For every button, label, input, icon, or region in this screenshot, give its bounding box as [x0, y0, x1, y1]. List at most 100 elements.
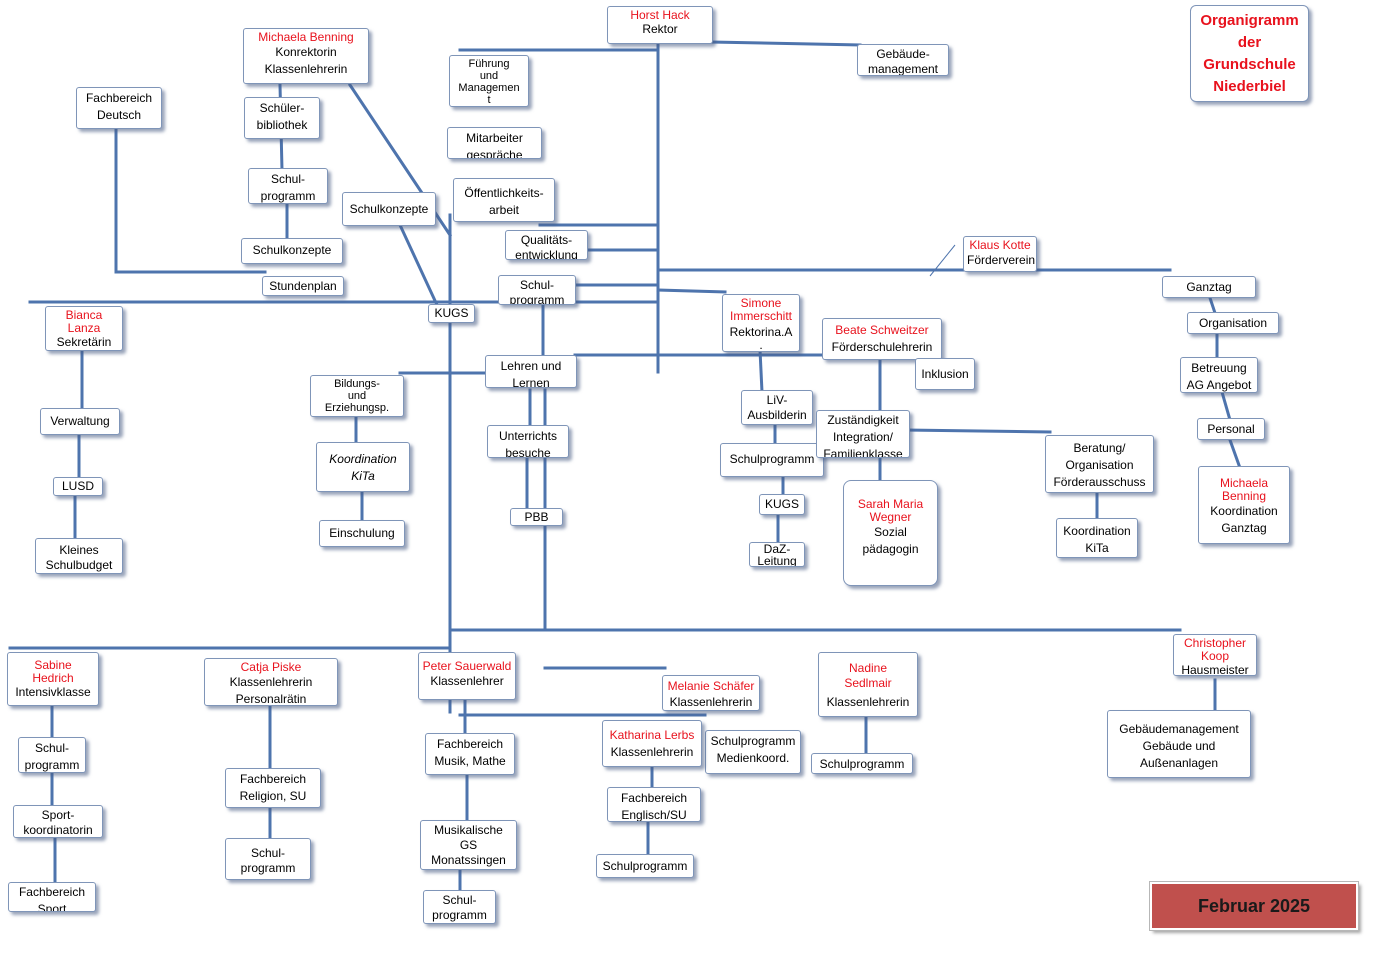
role-label: Sport- koordinatorin	[23, 808, 93, 837]
node-schulprogramm-sedlmair: Schulprogramm	[811, 753, 913, 774]
node-lanza: Bianca Lanza Sekretärin	[45, 306, 123, 351]
name-label: Melanie Schäfer	[667, 679, 755, 693]
node-mitarbeiter: Mitarbeiter gespräche	[447, 127, 542, 159]
node-koordination-kita-left: Koordination KiTa	[316, 442, 410, 492]
name-label: Christopher Koop	[1183, 636, 1247, 663]
role-label: Rektor	[642, 22, 678, 36]
role-label: Koordination KiTa	[329, 452, 397, 483]
node-benning-ganztag: Michaela Benning Koordination Ganztag	[1198, 466, 1290, 544]
role-label: Klassenlehrerin	[610, 745, 694, 759]
node-schaefer: Melanie Schäfer Klassenlehrerin	[662, 675, 760, 711]
role-label: Organisation	[1198, 316, 1268, 330]
node-piske: Catja Piske Klassenlehrerin Personalräti…	[204, 658, 338, 706]
node-verwaltung: Verwaltung	[40, 408, 120, 435]
role-label: Schul- programm	[509, 278, 565, 305]
role-label: Rektorina.A .	[729, 325, 793, 352]
node-schulprogramm-medien: Schulprogramm Medienkoord.	[705, 730, 801, 774]
role-label: Schulprogramm	[819, 757, 905, 771]
node-schulprogramm-hedrich: Schul- programm	[18, 737, 86, 773]
node-lerbs: Katharina Lerbs Klassenlehrerin	[602, 720, 702, 767]
role-label: Klassenlehrerin	[826, 695, 910, 709]
role-label: Sekretärin	[56, 335, 112, 349]
node-schuelerbibliothek: Schüler- bibliothek	[244, 97, 320, 139]
role-label: Klassenlehrerin	[669, 695, 753, 709]
node-einschulung: Einschulung	[319, 520, 405, 547]
role-label: Qualitäts- entwicklung	[515, 233, 578, 260]
role-label: Schüler- bibliothek	[256, 101, 308, 132]
node-gebaeudemanagement-koop: Gebäudemanagement Gebäude und Außenanlag…	[1107, 710, 1251, 778]
role-label: Fachbereich Musik, Mathe	[434, 737, 506, 768]
role-label: Gebäudemanagement Gebäude und Außenanlag…	[1119, 722, 1239, 770]
node-inklusion: Inklusion	[915, 358, 975, 390]
role-label: Gebäude- management	[867, 47, 939, 76]
role-label: Schulkonzepte	[349, 202, 429, 216]
role-label: Ganztag	[1186, 280, 1232, 294]
node-kotte: Klaus Kotte Förderverein	[963, 236, 1037, 272]
name-label: Catja Piske	[240, 660, 302, 674]
role-label: Sozial pädagogin	[862, 525, 919, 556]
role-label: Zuständigkeit Integration/ Familienklass…	[823, 413, 903, 458]
node-fb-englisch: Fachbereich Englisch/SU	[607, 787, 701, 822]
org-chart-title: Organigramm der Grundschule Niederbiel	[1190, 5, 1309, 102]
node-sauerwald: Peter Sauerwald Klassenlehrer	[418, 652, 516, 700]
node-koop: Christopher Koop Hausmeister	[1173, 634, 1257, 676]
node-bildungsplan: Bildungs- und Erziehungsp.	[310, 375, 404, 417]
role-label: LiV- Ausbilderin	[747, 393, 807, 422]
node-immerschitt: Simone Immerschitt Rektorina.A .	[722, 294, 800, 352]
node-benning-konrektorin: Michaela Benning Konrektorin Klassenlehr…	[243, 28, 369, 84]
node-fuehrung: Führung und Managemen t	[449, 55, 529, 107]
node-koordination-kita-right: Koordination KiTa	[1056, 518, 1138, 558]
role-label: Beratung/ Organisation Förderausschuss	[1053, 441, 1146, 489]
node-schulprogramm-lerbs: Schulprogramm	[596, 854, 694, 878]
role-label: KUGS	[764, 497, 799, 511]
role-label: Musikalische GS Monatssingen	[431, 823, 506, 867]
role-label: Kleines Schulbudget	[45, 543, 113, 572]
node-schulprogramm-benning: Schul- programm	[248, 168, 328, 204]
role-label: Fachbereich Religion, SU	[239, 772, 307, 803]
role-label: Inklusion	[921, 367, 969, 381]
node-beratung: Beratung/ Organisation Förderausschuss	[1045, 435, 1154, 493]
node-musikalische-gs: Musikalische GS Monatssingen	[420, 820, 517, 870]
name-label: Beate Schweitzer	[835, 323, 929, 337]
node-unterrichtsbesuche: Unterrichts besuche	[487, 425, 569, 458]
node-personal: Personal	[1197, 418, 1265, 440]
role-label: Förderschulehrerin	[831, 340, 933, 354]
role-label: KUGS	[434, 306, 469, 320]
role-label: Fachbereich Sport	[18, 885, 86, 912]
node-kugs-middle: KUGS	[428, 304, 475, 323]
role-label: Förderverein	[967, 253, 1036, 267]
node-stundenplan: Stundenplan	[262, 276, 344, 296]
role-label: Verwaltung	[50, 414, 110, 428]
node-lehren-lernen: Lehren und Lernen	[485, 355, 577, 388]
node-hack: Horst Hack Rektor	[607, 6, 713, 44]
role-label: Schul- programm	[432, 893, 487, 922]
node-daz-leitung: DaZ- Leitung	[749, 542, 805, 567]
node-gebaeudemanagement: Gebäude- management	[857, 44, 949, 76]
name-label: Klaus Kotte	[969, 238, 1031, 252]
node-fb-religion: Fachbereich Religion, SU	[225, 768, 321, 808]
node-schweitzer: Beate Schweitzer Förderschulehrerin	[822, 318, 942, 360]
role-label: Personal	[1207, 422, 1255, 436]
node-pbb: PBB	[510, 508, 563, 526]
role-label: DaZ- Leitung	[757, 542, 797, 567]
role-label: Fachbereich Deutsch	[85, 91, 153, 122]
role-label: Schulprogramm Medienkoord.	[710, 734, 796, 765]
node-qualitaet: Qualitäts- entwicklung	[505, 230, 588, 260]
node-fb-sport: Fachbereich Sport	[8, 882, 96, 912]
role-label: Koordination KiTa	[1063, 524, 1131, 555]
node-zustaendigkeit: Zuständigkeit Integration/ Familienklass…	[816, 410, 910, 458]
role-label: Einschulung	[329, 526, 395, 540]
node-fb-deutsch: Fachbereich Deutsch	[76, 87, 162, 129]
node-schulprogramm-piske: Schul- programm	[225, 838, 311, 880]
name-label: Horst Hack	[630, 8, 690, 22]
role-label: Stundenplan	[269, 279, 337, 293]
name-label: Sarah Maria Wegner	[857, 497, 924, 524]
role-label: Hausmeister	[1181, 663, 1249, 676]
role-label: Klassenlehrerin Personalrätin	[229, 675, 313, 706]
node-schulkonzepte-middle: Schulkonzepte	[342, 192, 436, 226]
node-sedlmair: Nadine Sedlmair Klassenlehrerin	[818, 652, 918, 717]
role-label: Schulprogramm	[602, 859, 688, 873]
role-label: Öffentlichkeits- arbeit	[464, 186, 544, 217]
node-fb-musik: Fachbereich Musik, Mathe	[425, 733, 515, 775]
role-label: Lehren und Lernen	[500, 359, 562, 388]
